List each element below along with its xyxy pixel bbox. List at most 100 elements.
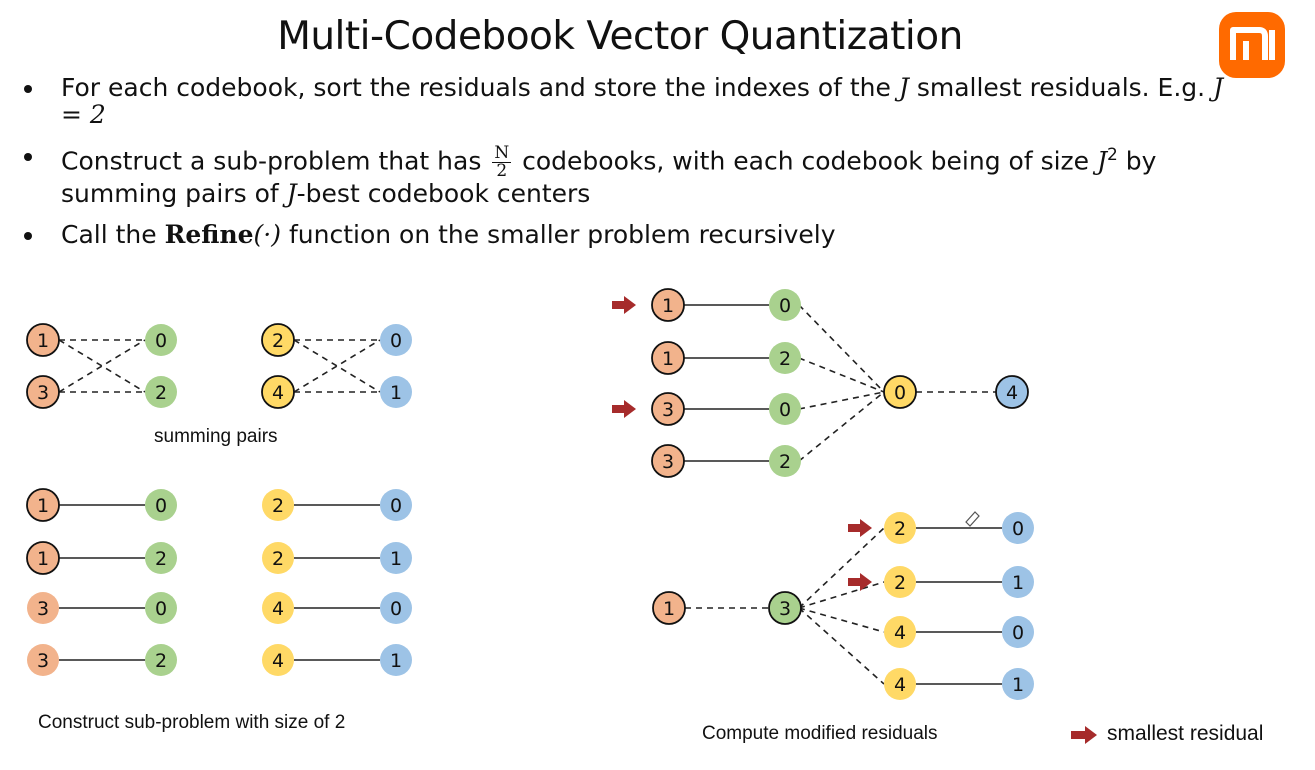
node-label: 0 — [155, 598, 167, 620]
sub-left-codebook-b-node: 0 — [145, 489, 177, 521]
refine-bottom-codebook-b-node: 1 — [1002, 566, 1034, 598]
node-label: 4 — [894, 622, 906, 644]
sub-right-codebook-b-node: 1 — [380, 542, 412, 574]
refine-bottom-root-node: 1 — [652, 591, 686, 625]
refine-top-codebook-b-node: 2 — [769, 342, 801, 374]
node-label: 4 — [272, 598, 284, 620]
math-j: J — [898, 73, 909, 102]
bullet-3: Call the Refine(·) function on the small… — [24, 221, 1244, 248]
refine-dashed-edge — [798, 607, 885, 633]
refine-bottom-codebook-a-node: 2 — [884, 512, 916, 544]
refine-top-codebook-a-node: 1 — [651, 288, 685, 322]
bullet-text: For each codebook, sort the residuals an… — [61, 73, 899, 102]
node-label: 3 — [779, 598, 791, 620]
math-j: J — [1097, 146, 1108, 176]
node-label: 4 — [1006, 382, 1018, 404]
bullet-text: by summing pairs of — [61, 146, 1157, 208]
smallest-residual-arrow-icon — [612, 296, 636, 314]
sub-right-codebook-b-node: 1 — [380, 644, 412, 676]
sub-right-codebook-a-node: 2 — [262, 542, 294, 574]
refine-dashed-edge — [798, 527, 885, 609]
node-label: 0 — [155, 330, 167, 352]
right-codebook-a-node: 4 — [261, 375, 295, 409]
sub-right-codebook-b-node: 0 — [380, 489, 412, 521]
summing-edge — [58, 339, 146, 393]
left-codebook-b-node: 2 — [145, 376, 177, 408]
bullet-dot — [24, 85, 32, 93]
node-label: 3 — [662, 451, 674, 473]
node-label: 1 — [1012, 674, 1024, 696]
refine-dashed-edge — [798, 357, 885, 393]
left-codebook-a-node: 1 — [26, 323, 60, 357]
caption-modified-residuals: Compute modified residuals — [702, 723, 938, 744]
node-label: 4 — [272, 650, 284, 672]
left-codebook-b-node: 0 — [145, 324, 177, 356]
math-j-equals: J = 2 — [61, 73, 1224, 129]
pencil-cursor-icon — [965, 511, 980, 527]
node-label: 0 — [1012, 622, 1024, 644]
node-label: 0 — [779, 295, 791, 317]
right-codebook-b-node: 0 — [380, 324, 412, 356]
summing-edge — [293, 339, 381, 393]
refine-bottom-codebook-b-node: 0 — [1002, 512, 1034, 544]
node-label: 3 — [37, 598, 49, 620]
sub-left-codebook-a-node: 1 — [26, 541, 60, 575]
node-label: 2 — [894, 572, 906, 594]
node-label: 4 — [894, 674, 906, 696]
node-label: 2 — [779, 451, 791, 473]
summing-edge — [293, 339, 381, 393]
refine-bottom-codebook-a-node: 4 — [884, 668, 916, 700]
sub-left-codebook-a-node: 3 — [27, 592, 59, 624]
caption-sub-problem: Construct sub-problem with size of 2 — [38, 712, 346, 733]
left-codebook-a-node: 3 — [26, 375, 60, 409]
bullet-text: Call the — [61, 219, 165, 249]
slide-title: Multi-Codebook Vector Quantization — [277, 14, 963, 59]
bullet-1: For each codebook, sort the residuals an… — [24, 74, 1244, 128]
refine-dashed-edge — [798, 391, 885, 462]
node-label: 0 — [390, 598, 402, 620]
right-codebook-a-node: 2 — [261, 323, 295, 357]
refine-bottom-codebook-a-node: 4 — [884, 616, 916, 648]
bullet-text: function on the smaller problem recursiv… — [281, 219, 836, 249]
node-label: 2 — [272, 495, 284, 517]
fraction-denominator: 2 — [496, 160, 508, 181]
math-superscript: 2 — [1107, 145, 1118, 165]
node-label: 1 — [1012, 572, 1024, 594]
sub-right-codebook-a-node: 2 — [262, 489, 294, 521]
math-argument: (·) — [253, 219, 282, 249]
node-label: 2 — [155, 548, 167, 570]
node-label: 1 — [390, 382, 402, 404]
refine-bottom-codebook-b-node: 1 — [1002, 668, 1034, 700]
refine-dashed-edge — [798, 581, 885, 609]
node-label: 1 — [37, 330, 49, 352]
node-label: 2 — [155, 382, 167, 404]
node-label: 1 — [662, 295, 674, 317]
sub-right-codebook-a-node: 4 — [262, 644, 294, 676]
node-label: 1 — [390, 650, 402, 672]
bullet-text: smallest residuals. E.g. — [908, 73, 1214, 102]
sub-left-codebook-b-node: 0 — [145, 592, 177, 624]
node-label: 1 — [37, 495, 49, 517]
refine-top-codebook-b-node: 2 — [769, 445, 801, 477]
math-refine: Refine — [164, 219, 254, 249]
legend-arrow-icon — [1071, 726, 1097, 744]
refine-bottom-hub-node: 3 — [768, 591, 802, 625]
node-label: 1 — [37, 548, 49, 570]
node-label: 0 — [390, 330, 402, 352]
node-label: 2 — [779, 348, 791, 370]
node-label: 0 — [894, 382, 906, 404]
summing-edge — [58, 339, 146, 393]
refine-top-codebook-b-node: 0 — [769, 393, 801, 425]
sub-left-codebook-a-node: 3 — [27, 644, 59, 676]
smallest-residual-arrow-icon — [612, 400, 636, 418]
smallest-residual-arrow-icon — [848, 573, 872, 591]
smallest-residual-arrow-icon — [848, 519, 872, 537]
logo-mark-icon — [1230, 27, 1275, 60]
right-codebook-b-node: 1 — [380, 376, 412, 408]
node-label: 3 — [662, 399, 674, 421]
node-label: 1 — [390, 548, 402, 570]
node-label: 2 — [894, 518, 906, 540]
